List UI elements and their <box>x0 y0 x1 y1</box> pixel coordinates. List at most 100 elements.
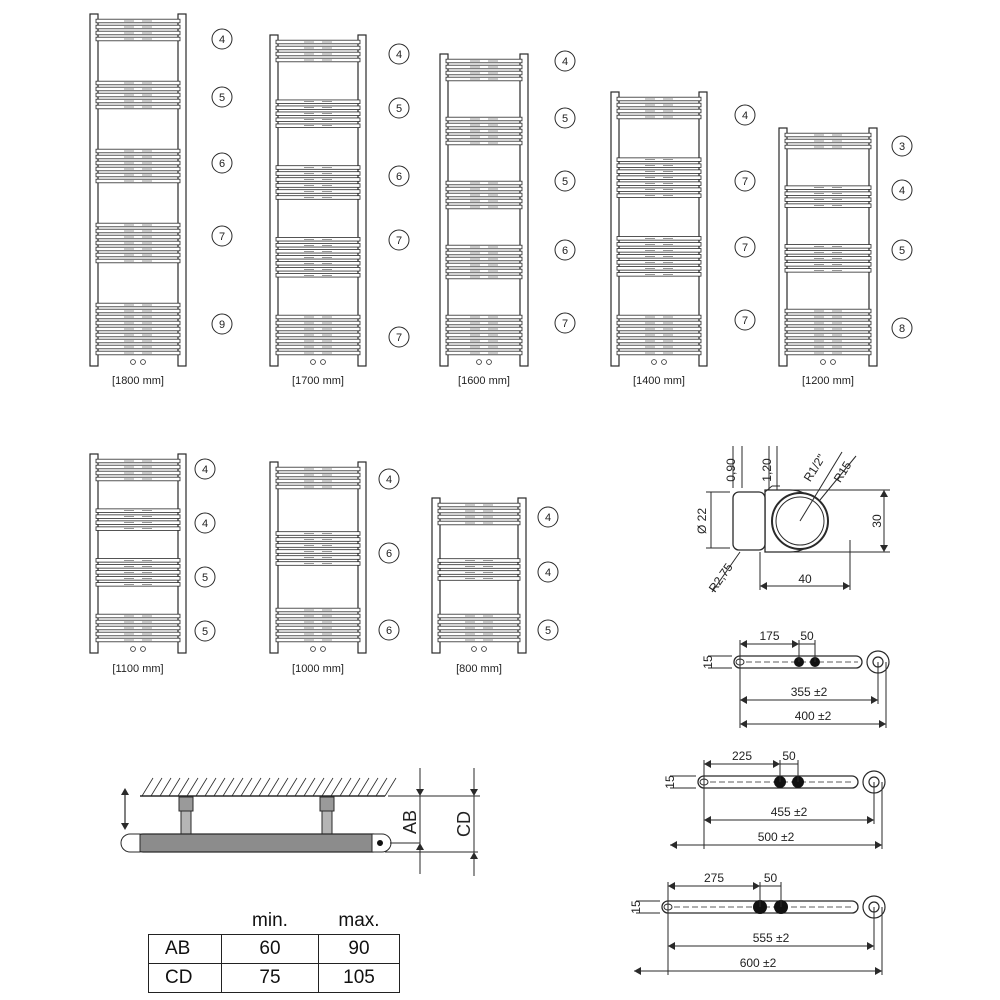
heating-bar <box>275 39 361 45</box>
dimension-arrow <box>792 640 799 648</box>
dimension-arrow <box>867 942 874 950</box>
group-count-label: 5 <box>562 113 568 125</box>
heating-bar <box>437 631 521 637</box>
heating-bar <box>616 169 702 174</box>
dimension-arrow <box>875 967 882 975</box>
heating-bar <box>95 582 181 587</box>
heating-bar <box>275 267 361 272</box>
wall-hatch <box>267 777 280 797</box>
dimension-arrow <box>668 942 675 950</box>
heating-bar <box>445 344 523 350</box>
wall-hatch <box>159 777 172 797</box>
heating-bar <box>275 237 361 242</box>
group-count-label: 6 <box>562 245 568 257</box>
group-count-label: 4 <box>562 56 568 68</box>
heating-bar <box>275 478 361 484</box>
table-cell-max: 105 <box>318 963 400 993</box>
valve-connector <box>651 359 657 365</box>
group-count-bubble <box>211 86 233 108</box>
group-count-label: 4 <box>202 464 208 476</box>
dimension-arrow <box>753 882 760 890</box>
heating-bar <box>95 160 181 166</box>
heating-bar <box>275 183 361 188</box>
dim-label-090: 0,90 <box>724 458 738 482</box>
dimension-arrow <box>704 760 711 768</box>
heating-bar <box>616 236 702 241</box>
group-count-bubble <box>734 236 756 258</box>
valve-connector <box>310 646 316 652</box>
heating-bar <box>275 326 361 332</box>
heating-bar <box>95 86 181 92</box>
heating-bar <box>95 350 181 356</box>
heating-bar <box>616 314 702 320</box>
valve-connector <box>140 359 146 365</box>
side-tube-right <box>517 497 527 654</box>
leader-line <box>819 455 857 501</box>
rail-offset-label: 175 <box>759 629 779 643</box>
heating-bar <box>616 350 702 356</box>
heating-bar <box>95 520 181 525</box>
wall-hatch <box>330 777 343 797</box>
table-header-row: min. max. <box>149 908 400 935</box>
dimension-arrow <box>880 545 888 552</box>
wall-hatch <box>339 777 352 797</box>
leader-line <box>799 451 843 522</box>
heating-bar <box>784 197 872 202</box>
heating-bar <box>616 344 702 350</box>
radiator-size-label: [1000 mm] <box>292 663 344 675</box>
group-count-label: 5 <box>396 103 402 115</box>
heating-bar <box>95 234 181 240</box>
heating-bar <box>95 172 181 178</box>
heating-bar <box>275 249 361 254</box>
group-count-label: 3 <box>899 141 905 153</box>
heating-bar <box>784 268 872 273</box>
heating-bar <box>95 338 181 344</box>
heating-bar <box>784 320 872 326</box>
group-count-label: 5 <box>545 625 551 637</box>
wall-hatch <box>285 777 298 797</box>
heating-bar <box>437 637 521 643</box>
heating-bar <box>275 549 361 554</box>
heating-bar <box>616 108 702 114</box>
heating-bar <box>95 246 181 252</box>
heating-bar <box>445 198 523 204</box>
tube-end-cap-left <box>120 833 141 853</box>
group-count-label: 6 <box>386 548 392 560</box>
wall-hatch <box>141 777 154 797</box>
group-count-label: 4 <box>545 567 551 579</box>
wall-hatch <box>240 777 253 797</box>
dim-label-cd: CD <box>454 811 474 837</box>
group-count-bubble <box>734 170 756 192</box>
wall-hatch <box>357 777 370 797</box>
heating-bar <box>275 555 361 560</box>
rail-offset-label: 225 <box>732 749 752 763</box>
wall-hatch <box>168 777 181 797</box>
heating-bar <box>95 80 181 86</box>
heating-bar <box>445 180 523 186</box>
group-count-bubble <box>194 566 216 588</box>
dimension-arrow <box>470 789 478 796</box>
wall-hatch <box>258 777 271 797</box>
group-count-bubble <box>388 43 410 65</box>
dimension-arrow <box>867 816 874 824</box>
valve-connector <box>481 646 487 652</box>
heating-bar <box>784 326 872 332</box>
group-count-bubble <box>388 165 410 187</box>
heating-bar <box>445 332 523 338</box>
heating-bar <box>784 338 872 344</box>
heating-bar <box>616 332 702 338</box>
rail-height-label: 15 <box>663 775 677 789</box>
heating-bar <box>95 320 181 326</box>
heating-bar <box>95 625 181 631</box>
dim-label-ab: AB <box>400 810 420 834</box>
wall-hatch <box>321 777 334 797</box>
side-tube-right <box>519 53 529 367</box>
heating-bar <box>95 92 181 98</box>
dim-label-d22: Ø 22 <box>695 508 709 534</box>
heating-bar <box>437 619 521 625</box>
heating-bar <box>275 123 361 128</box>
heating-bar <box>275 561 361 566</box>
valve-connector <box>310 359 316 365</box>
heating-bar <box>784 256 872 261</box>
side-tube-left <box>89 13 99 367</box>
